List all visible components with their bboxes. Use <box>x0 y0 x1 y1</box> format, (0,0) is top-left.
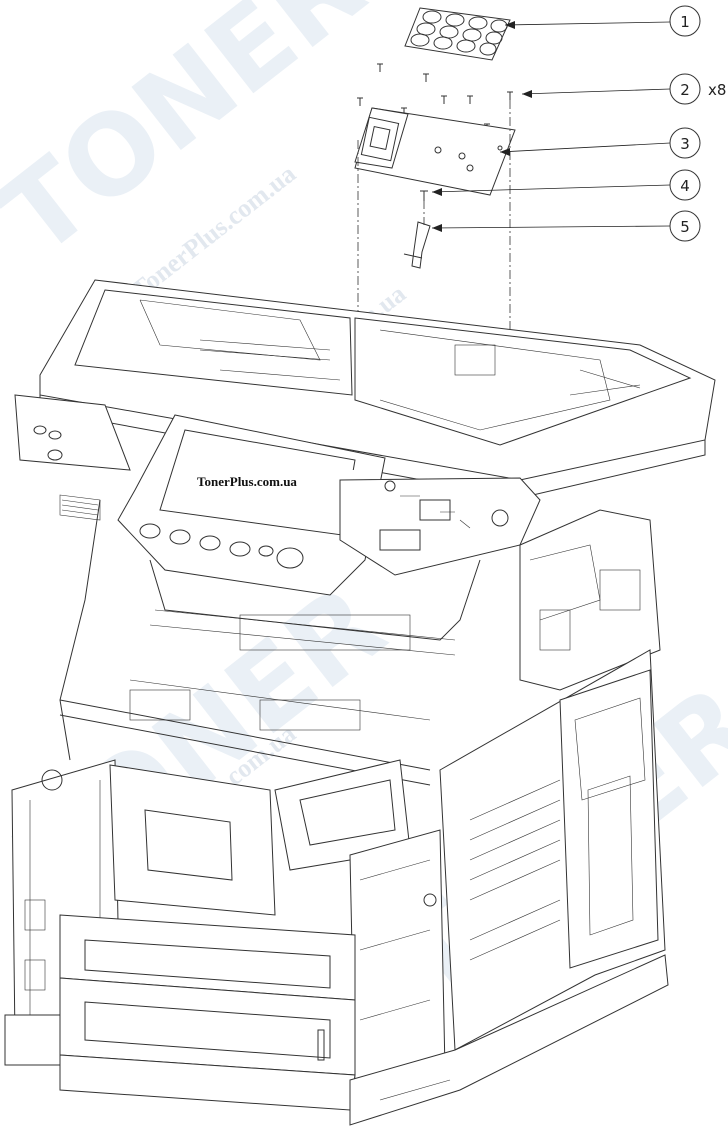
callout-balloon-1: 1 <box>669 5 701 37</box>
copier-machine-body: TonerPlus.com.ua <box>4 279 716 1126</box>
callout-2-number: 2 <box>680 81 690 99</box>
callout-2-quantity: x8 <box>708 81 726 99</box>
callout-5-number: 5 <box>680 218 690 236</box>
callout-balloon-3: 3 <box>669 127 701 159</box>
part-3-control-board <box>354 107 516 196</box>
callout-leaders <box>431 21 671 232</box>
callout-balloon-5: 5 <box>669 210 701 242</box>
callout-balloon-4: 4 <box>669 169 701 201</box>
callout-balloon-2: 2 x8 <box>669 73 726 105</box>
callout-4-number: 4 <box>680 177 690 195</box>
site-label: TonerPlus.com.ua <box>197 474 297 489</box>
callout-1-number: 1 <box>680 13 690 31</box>
callout-3-number: 3 <box>680 135 690 153</box>
part-2-screws <box>357 63 513 132</box>
part-5-bracket <box>403 221 431 269</box>
part-1-keypad-sheet <box>404 7 511 61</box>
part-4-screw <box>420 190 428 201</box>
